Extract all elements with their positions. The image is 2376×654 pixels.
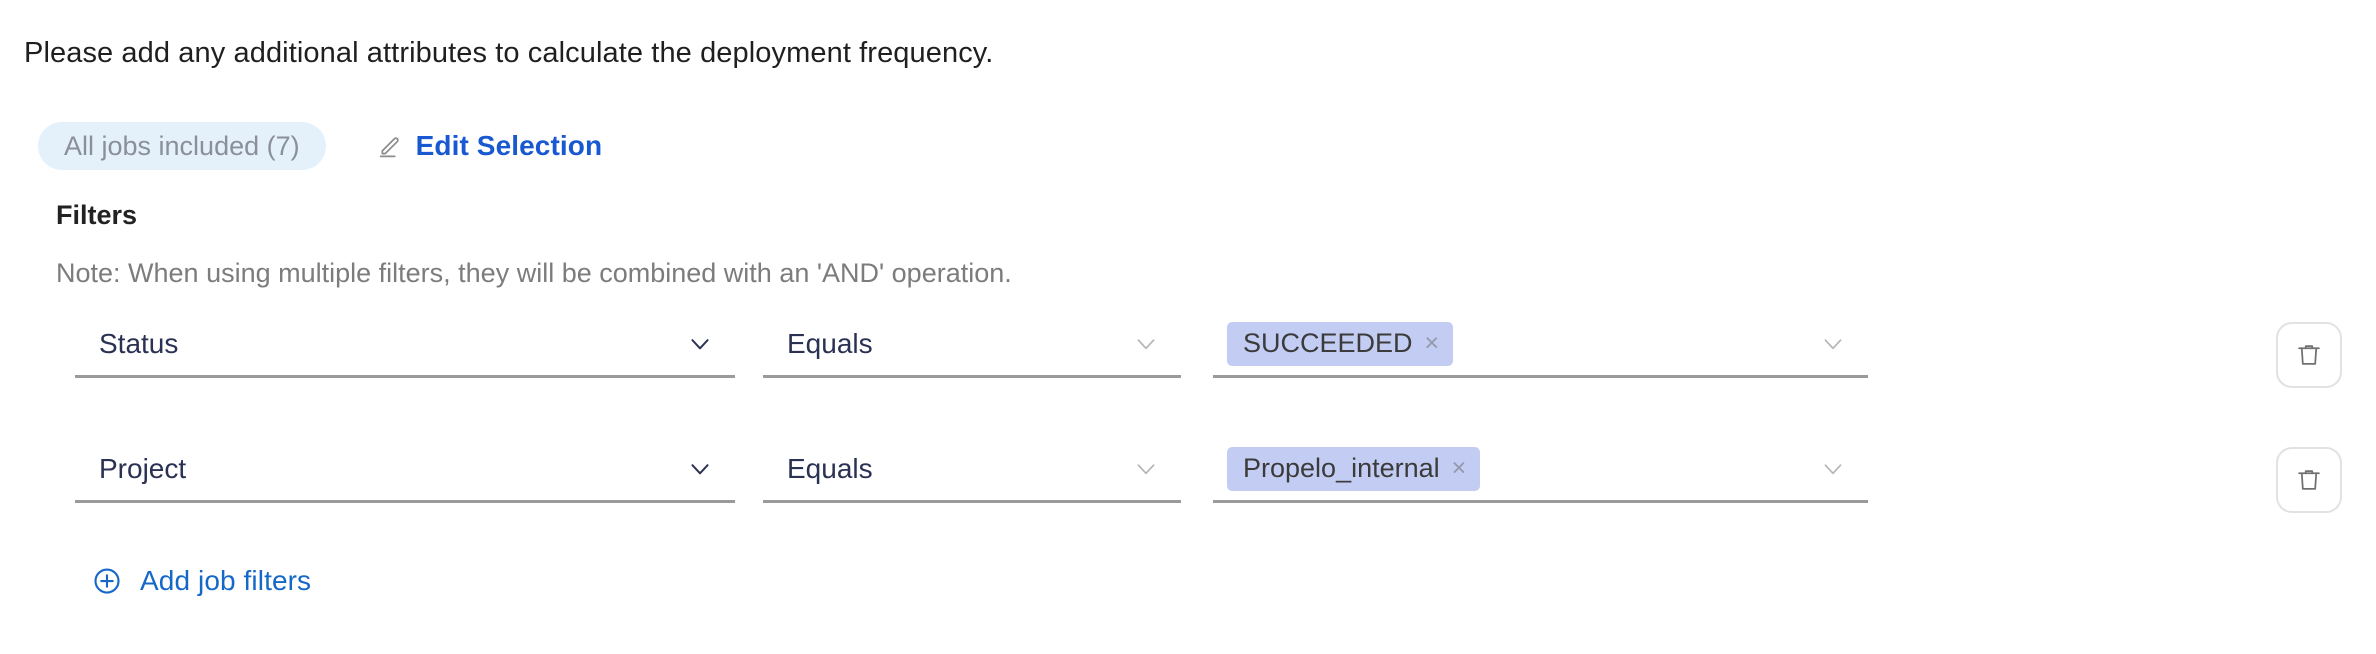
filter-attribute-select[interactable]: Status	[75, 312, 735, 378]
filter-operator-value: Equals	[787, 327, 873, 359]
filters-heading: Filters	[56, 200, 138, 230]
add-job-filters-label: Add job filters	[140, 565, 312, 596]
delete-filter-button[interactable]	[2276, 447, 2342, 513]
filter-value-chip[interactable]: Propelo_internal ×	[1227, 446, 1481, 491]
filter-value-select[interactable]: SUCCEEDED ×	[1213, 312, 1868, 378]
filter-row: Status Equals SUCCEEDED ×	[0, 312, 1868, 390]
chevron-down-icon	[687, 456, 713, 482]
filter-attribute-value: Project	[99, 452, 187, 484]
filter-attribute-value: Status	[99, 327, 179, 359]
filter-value-chip-label: Propelo_internal	[1243, 453, 1440, 483]
filter-operator-select[interactable]: Equals	[763, 437, 1181, 503]
plus-circle-icon	[92, 566, 122, 596]
filters-note: Note: When using multiple filters, they …	[56, 258, 1012, 288]
filter-operator-select[interactable]: Equals	[763, 312, 1181, 378]
chevron-down-icon	[1820, 456, 1846, 482]
edit-selection-label: Edit Selection	[415, 130, 603, 161]
edit-selection-button[interactable]: Edit Selection	[378, 130, 603, 162]
trash-icon	[2298, 470, 2320, 490]
add-job-filters-button[interactable]: Add job filters	[92, 565, 311, 597]
filter-value-select[interactable]: Propelo_internal ×	[1213, 437, 1868, 503]
filter-attribute-select[interactable]: Project	[75, 437, 735, 503]
filter-operator-value: Equals	[787, 452, 873, 484]
selection-row: All jobs included (7) Edit Selection	[38, 122, 602, 170]
filter-value-chip[interactable]: SUCCEEDED ×	[1227, 321, 1454, 366]
delete-filter-button[interactable]	[2276, 322, 2342, 388]
filter-value-chip-label: SUCCEEDED	[1243, 328, 1413, 358]
jobs-included-chip[interactable]: All jobs included (7)	[38, 122, 326, 170]
filter-row: Project Equals Propelo_internal ×	[0, 437, 1868, 515]
chevron-down-icon	[687, 331, 713, 357]
trash-icon	[2298, 345, 2320, 365]
pencil-icon	[378, 133, 404, 159]
chevron-down-icon	[1820, 331, 1846, 357]
chevron-down-icon	[1133, 456, 1159, 482]
close-icon[interactable]: ×	[1451, 454, 1467, 482]
chevron-down-icon	[1133, 331, 1159, 357]
intro-text: Please add any additional attributes to …	[24, 37, 994, 69]
close-icon[interactable]: ×	[1424, 329, 1440, 357]
